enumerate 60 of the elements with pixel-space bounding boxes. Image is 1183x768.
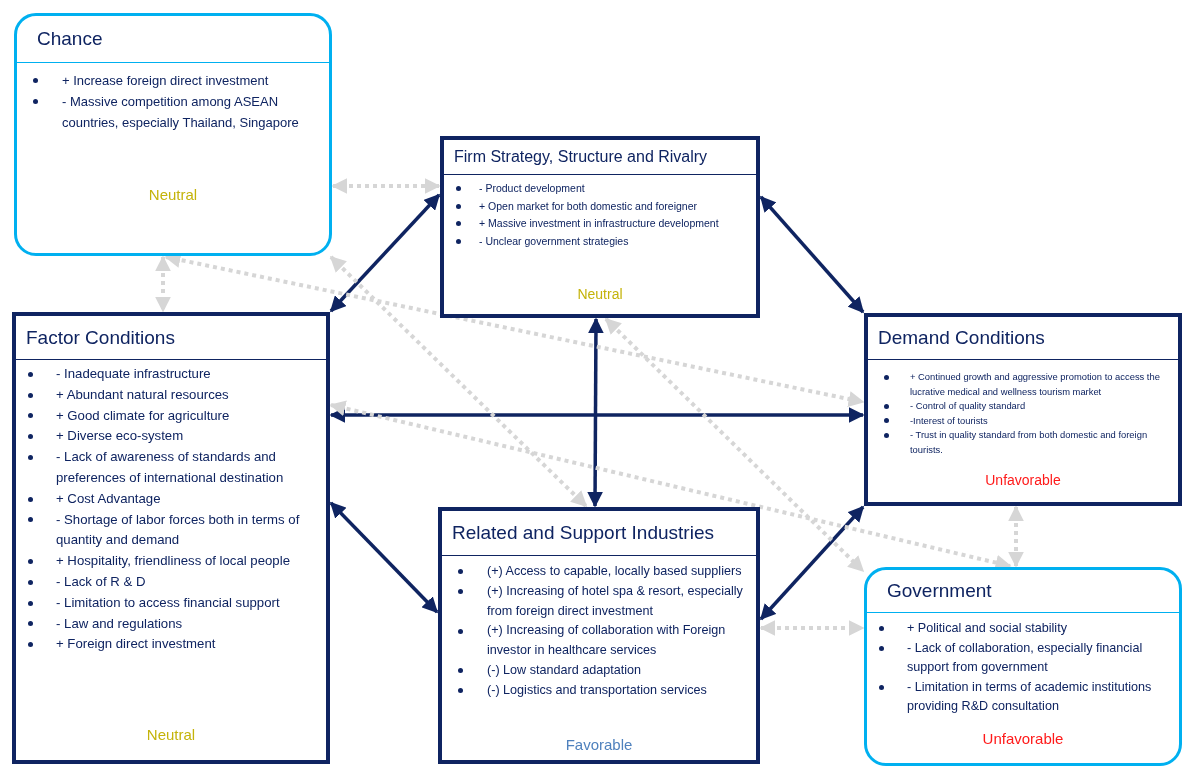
bullet-text: - Control of quality standard xyxy=(910,400,1026,411)
bullet-text: + Diverse eco-system xyxy=(56,428,184,444)
box-heading: Government xyxy=(867,570,1179,613)
bullet-text: + Increase foreign direct investment xyxy=(62,73,269,88)
bullet-text: + Massive investment in infrastructure development xyxy=(479,217,719,229)
box-heading: Related and Support Industries xyxy=(442,511,756,556)
bullet-text: - Limitation to access financial support xyxy=(56,594,280,610)
arrow xyxy=(759,195,865,314)
factor-box xyxy=(12,312,330,764)
bullet-text: - Product development xyxy=(479,182,585,194)
arrow xyxy=(329,501,439,614)
bullet-text: (+) Increasing of collaboration with Foreign investor in healthcare services xyxy=(487,623,726,658)
bullet-text: - Lack of collaboration, especially financial support from government xyxy=(907,640,1143,674)
bullet-text: - Lack of R & D xyxy=(56,573,146,589)
arrow xyxy=(587,317,604,508)
bullet-text: - Lack of awareness of standards and preferences of international destination xyxy=(56,449,284,485)
dashed-arrow xyxy=(331,178,441,194)
factor-box xyxy=(440,136,760,318)
bullet-text: (-) Low standard adaptation xyxy=(487,663,641,677)
box-heading: Firm Strategy, Structure and Rivalry xyxy=(444,140,756,175)
bullet-text: + Cost Advantage xyxy=(56,490,161,506)
bullet-text: + Abundant natural resources xyxy=(56,386,229,402)
dashed-arrow xyxy=(1008,505,1024,568)
arrow xyxy=(329,193,441,313)
bullet-text: (+) Access to capable, locally based suppliers xyxy=(487,564,742,578)
bullet-text: + Foreign direct investment xyxy=(56,636,216,652)
bullet-text: - Law and regulations xyxy=(56,615,183,631)
bullet-text: + Political and social stability xyxy=(907,621,1067,635)
rounded-factor-box xyxy=(864,567,1182,766)
factor-box xyxy=(864,313,1182,506)
bullet-text: - Inadequate infrastructure xyxy=(56,366,211,381)
box-heading: Demand Conditions xyxy=(868,317,1178,360)
dashed-arrow xyxy=(155,255,171,313)
rating-text: Favorable xyxy=(564,736,634,753)
dashed-arrow xyxy=(329,255,588,508)
dashed-arrow xyxy=(759,620,865,636)
bullet-text: - Trust in quality standard from both domestic and foreign tourists. xyxy=(910,429,1148,455)
bullet-text: + Good climate for agriculture xyxy=(56,407,230,423)
bullet-text: + Continued growth and aggressive promotion to access the lucrative medical and wellness tourism market xyxy=(910,371,1160,397)
bullet-text: - Unclear government strategies xyxy=(479,234,629,247)
bullet-text: + Open market for both domestic and foreigner xyxy=(479,199,697,212)
bullet-text: + Hospitality, friendliness of local people xyxy=(56,553,290,569)
bullet-text: - Shortage of labor forces both in terms of quantity and demand xyxy=(56,511,300,548)
bullet-text: (-) Logistics and transportation services xyxy=(487,682,707,697)
rounded-factor-box xyxy=(14,13,332,256)
bullet-text: - Limitation in terms of academic institutions providing R&D consultation xyxy=(907,679,1152,713)
rating-text: Unfavorable xyxy=(984,472,1062,488)
rating-text: Neutral xyxy=(576,286,624,302)
arrow xyxy=(759,505,865,621)
box-heading: Chance xyxy=(17,16,329,63)
rating-text: Unfavorable xyxy=(981,730,1065,747)
bullet-text: (+) Increasing of hotel spa & resort, especially from foreign direct investment xyxy=(487,583,743,618)
bullet-text: -Interest of tourists xyxy=(910,414,988,426)
rating-text: Neutral xyxy=(147,186,199,203)
arrow xyxy=(329,407,865,423)
dashed-arrow xyxy=(604,317,865,573)
box-heading: Factor Conditions xyxy=(16,316,326,360)
factor-box xyxy=(438,507,760,764)
bullet-text: - Massive competition among ASEAN countries, especially Thailand, Singapore xyxy=(62,94,299,130)
rating-text: Neutral xyxy=(145,726,197,743)
